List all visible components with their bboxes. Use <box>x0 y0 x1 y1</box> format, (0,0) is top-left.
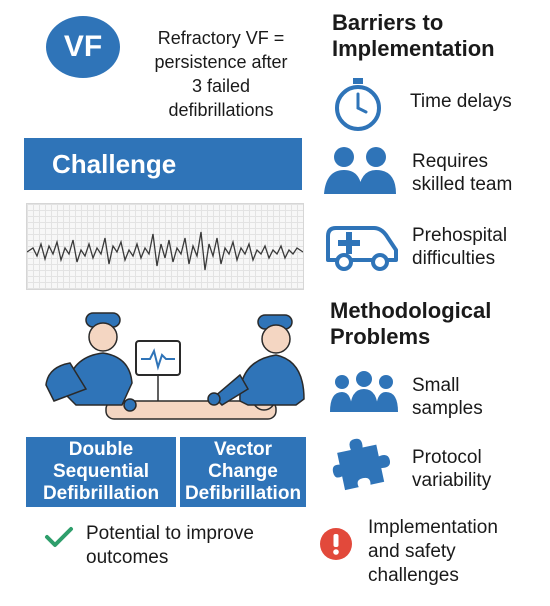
problem-small-samples-line1: Small <box>412 375 460 396</box>
double-sequential-defibrillation-box: Double Sequential Defibrillation <box>26 437 176 507</box>
dsd-line2: Sequential <box>52 461 150 482</box>
problem-protocol-variability-line2: variability <box>412 470 492 491</box>
positive-outcome: Potential to improve outcomes <box>86 522 306 570</box>
medical-team-icon <box>45 312 305 420</box>
puzzle-icon <box>332 438 391 491</box>
warning-icon <box>320 528 352 560</box>
ecg-strip <box>26 203 304 290</box>
vc-line1: Vector <box>213 439 273 460</box>
barrier-time-delays: Time delays <box>410 90 512 113</box>
vf-definition: Refractory VF = persistence after 3 fail… <box>136 26 306 122</box>
stopwatch-icon <box>335 78 381 131</box>
warning-outcome-line1: Implementation <box>368 517 498 538</box>
barrier-prehospital-line1: Prehospital <box>412 225 508 246</box>
warning-outcome-line3: challenges <box>368 565 459 586</box>
vf-definition-line3: 3 failed <box>191 76 251 96</box>
problem-protocol-variability-line1: Protocol <box>412 447 482 468</box>
positive-outcome-line2: outcomes <box>86 547 169 568</box>
barrier-time-delays-line1: Time delays <box>410 91 512 112</box>
check-icon <box>45 527 73 547</box>
barrier-prehospital: Prehospital difficulties <box>412 224 507 270</box>
barrier-prehospital-line2: difficulties <box>412 248 496 269</box>
dsd-line3: Defibrillation <box>42 483 160 504</box>
methodological-heading-line1: Methodological <box>330 298 492 323</box>
problem-small-samples: Small samples <box>412 374 483 420</box>
vector-change-defibrillation-box: Vector Change Defibrillation <box>180 437 306 507</box>
barriers-heading: Barriers to Implementation <box>332 10 495 62</box>
problem-small-samples-line2: samples <box>412 398 483 419</box>
defibrillation-scene <box>26 305 306 433</box>
group-icon <box>330 371 398 412</box>
positive-outcome-line1: Potential to improve <box>86 523 254 544</box>
vc-line2: Change <box>208 461 278 482</box>
vf-definition-line1: Refractory VF = <box>157 28 285 48</box>
vc-line3: Defibrillation <box>184 483 302 504</box>
barriers-heading-line2: Implementation <box>332 36 495 61</box>
ecg-trace-icon <box>26 231 304 271</box>
challenge-banner: Challenge <box>24 138 302 190</box>
dsd-line1: Double <box>68 439 134 460</box>
ambulance-icon <box>326 226 398 271</box>
problem-protocol-variability: Protocol variability <box>412 446 491 492</box>
barrier-skilled-team: Requires skilled team <box>412 150 512 196</box>
methodological-heading: Methodological Problems <box>330 298 491 350</box>
team-icon <box>324 147 396 194</box>
vf-badge: VF <box>46 16 120 78</box>
barriers-heading-line1: Barriers to <box>332 10 444 35</box>
vf-definition-line4: defibrillations <box>168 100 274 120</box>
barrier-skilled-team-line2: skilled team <box>412 174 513 195</box>
barrier-skilled-team-line1: Requires <box>412 151 489 172</box>
warning-outcome-line2: and safety <box>368 541 456 562</box>
warning-outcome: Implementation and safety challenges <box>368 516 538 588</box>
vf-definition-line2: persistence after <box>154 52 288 72</box>
methodological-heading-line2: Problems <box>330 324 431 349</box>
